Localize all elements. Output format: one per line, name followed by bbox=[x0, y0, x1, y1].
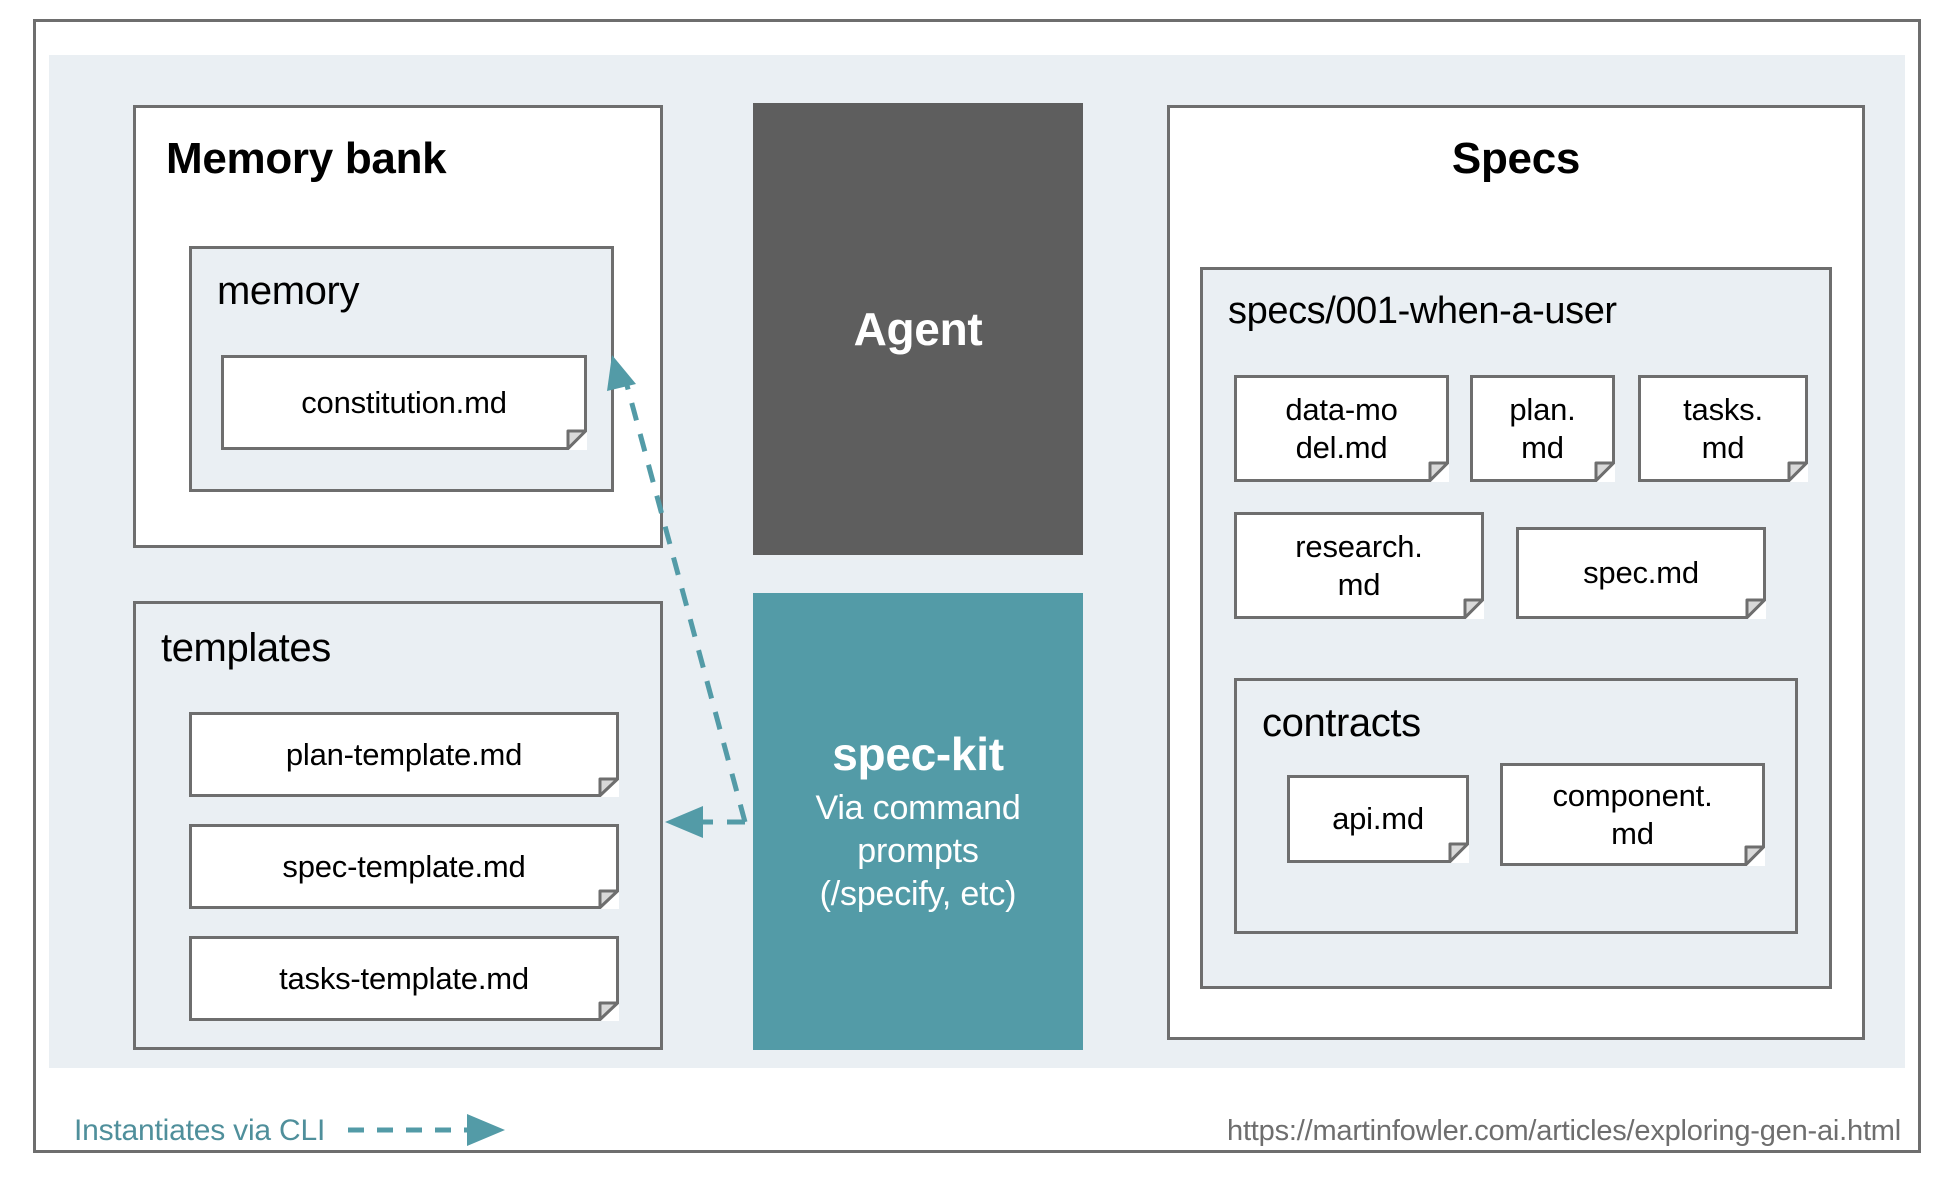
document-icon bbox=[1234, 512, 1484, 619]
spec-kit-block[interactable]: spec-kit Via command prompts (/specify, … bbox=[753, 593, 1083, 1050]
document-icon bbox=[221, 355, 587, 450]
file-card-spec[interactable]: spec.md bbox=[1516, 527, 1766, 619]
document-icon bbox=[1287, 775, 1469, 863]
spec-kit-title: spec-kit bbox=[832, 728, 1004, 781]
specs-title: Specs bbox=[1451, 134, 1581, 183]
file-card-label: tasks. md bbox=[1683, 391, 1763, 465]
file-card-data-model[interactable]: data-mo del.md bbox=[1234, 375, 1449, 482]
source-url: https://martinfowler.com/articles/explor… bbox=[1227, 1115, 1901, 1147]
document-icon bbox=[189, 712, 619, 797]
document-icon bbox=[189, 824, 619, 909]
document-icon bbox=[189, 936, 619, 1021]
spec-kit-subtitle: Via command prompts (/specify, etc) bbox=[815, 789, 1021, 913]
file-card-research[interactable]: research. md bbox=[1234, 512, 1484, 619]
file-card-label: data-mo del.md bbox=[1285, 391, 1398, 465]
file-card-plan[interactable]: plan. md bbox=[1470, 375, 1615, 482]
contracts-group-title: contracts bbox=[1262, 701, 1421, 745]
memory-bank-title: Memory bank bbox=[166, 134, 447, 183]
file-card-label: spec-template.md bbox=[282, 848, 526, 884]
file-card-component[interactable]: component. md bbox=[1500, 763, 1765, 866]
templates-group-title: templates bbox=[161, 626, 331, 670]
file-card-label: api.md bbox=[1332, 801, 1424, 837]
file-card-label: component. md bbox=[1552, 777, 1713, 851]
agent-block[interactable]: Agent bbox=[753, 103, 1083, 555]
document-icon bbox=[1500, 763, 1765, 866]
file-card-tasks[interactable]: tasks. md bbox=[1638, 375, 1808, 482]
legend-label: Instantiates via CLI bbox=[74, 1114, 326, 1147]
file-card-label: tasks-template.md bbox=[279, 960, 529, 996]
document-icon bbox=[1516, 527, 1766, 619]
file-card-label: plan-template.md bbox=[285, 736, 523, 772]
agent-title: Agent bbox=[853, 303, 983, 355]
document-icon bbox=[1234, 375, 1449, 482]
file-card-label: research. md bbox=[1295, 528, 1423, 602]
file-card-spec-template[interactable]: spec-template.md bbox=[189, 824, 619, 909]
file-card-label: plan. md bbox=[1509, 391, 1576, 465]
file-card-label: spec.md bbox=[1583, 555, 1699, 591]
file-card-constitution[interactable]: constitution.md bbox=[221, 355, 587, 450]
memory-group-title: memory bbox=[217, 269, 360, 313]
file-card-tasks-template[interactable]: tasks-template.md bbox=[189, 936, 619, 1021]
file-card-label: constitution.md bbox=[301, 384, 507, 420]
document-icon bbox=[1638, 375, 1808, 482]
file-card-api[interactable]: api.md bbox=[1287, 775, 1469, 863]
document-icon bbox=[1470, 375, 1615, 482]
specs-feature-group-title: specs/001-when-a-user bbox=[1228, 290, 1617, 332]
file-card-plan-template[interactable]: plan-template.md bbox=[189, 712, 619, 797]
